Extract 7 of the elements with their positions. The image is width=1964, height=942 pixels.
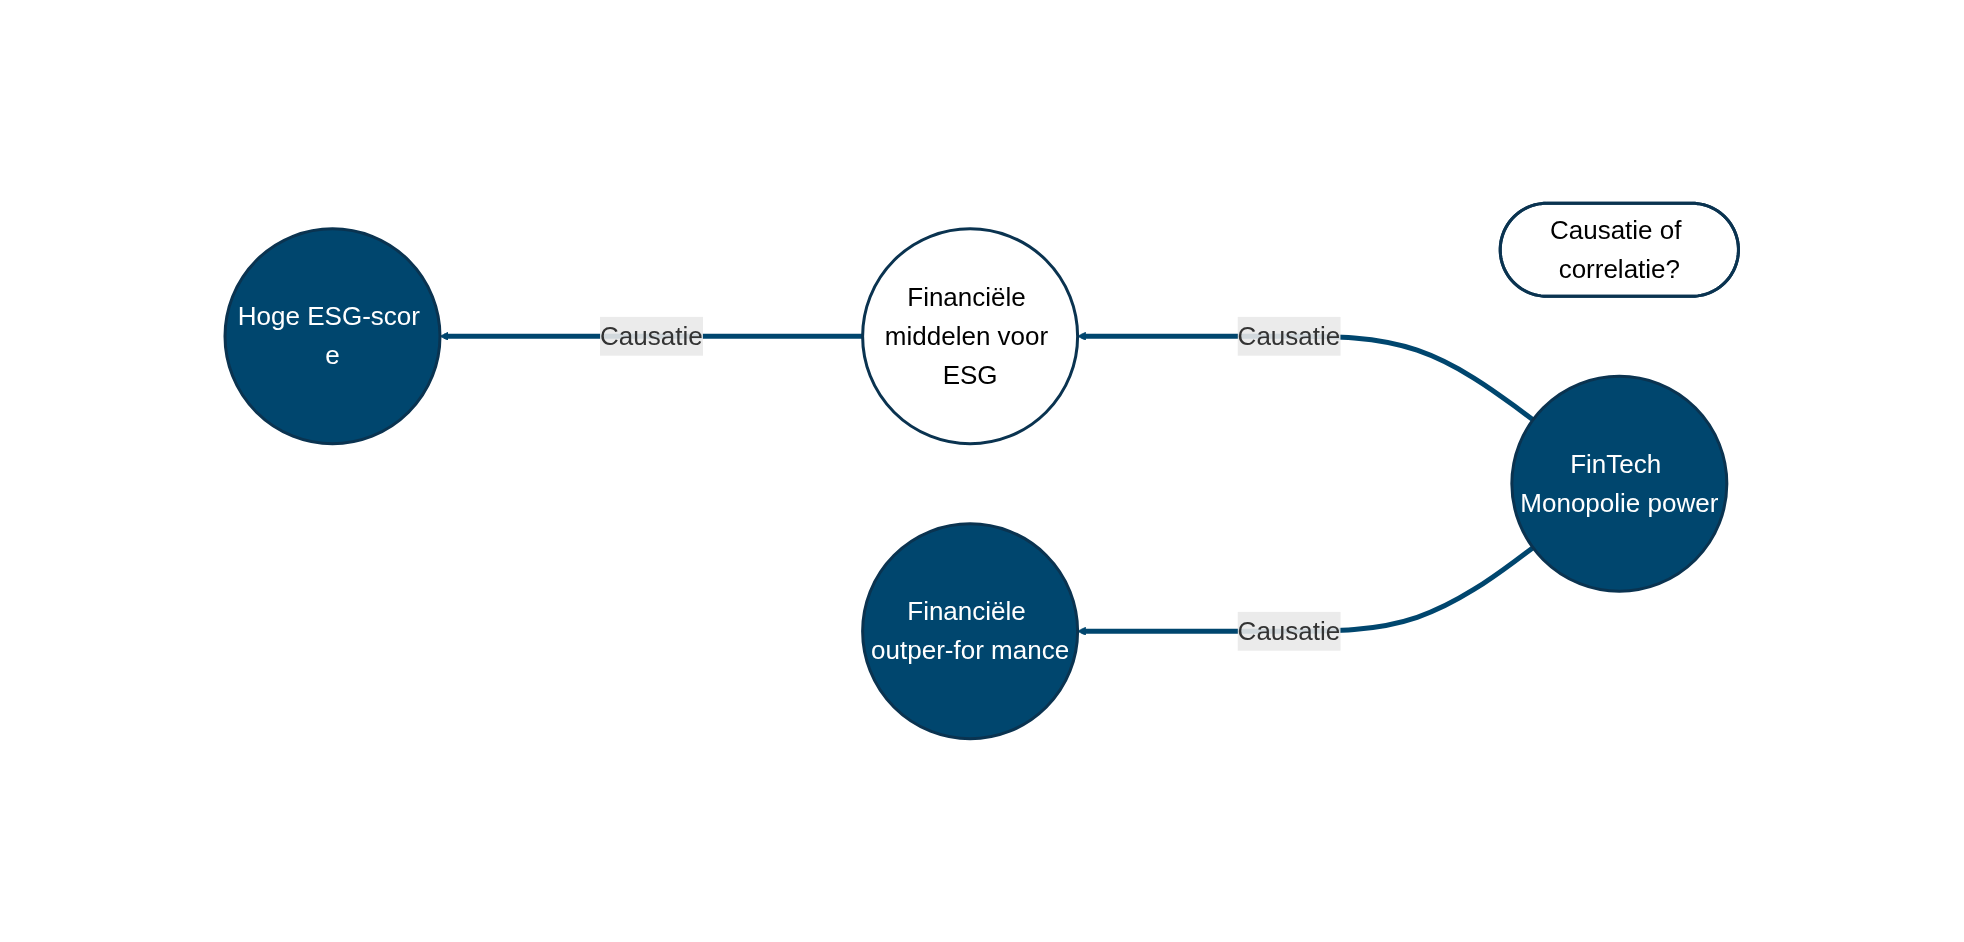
edge-label: Causatie (1237, 320, 1341, 351)
node-circle: Financiële middelen voor ESG (861, 227, 1080, 446)
edge-label: Causatie (600, 320, 703, 351)
node-circle: FinTech Monopolie power (1510, 374, 1729, 593)
node-circle: Financiële outper-for mance (861, 522, 1080, 741)
edge-label: Causatie (1237, 615, 1341, 646)
node-circle: Hoge ESG-scor e (223, 227, 442, 446)
